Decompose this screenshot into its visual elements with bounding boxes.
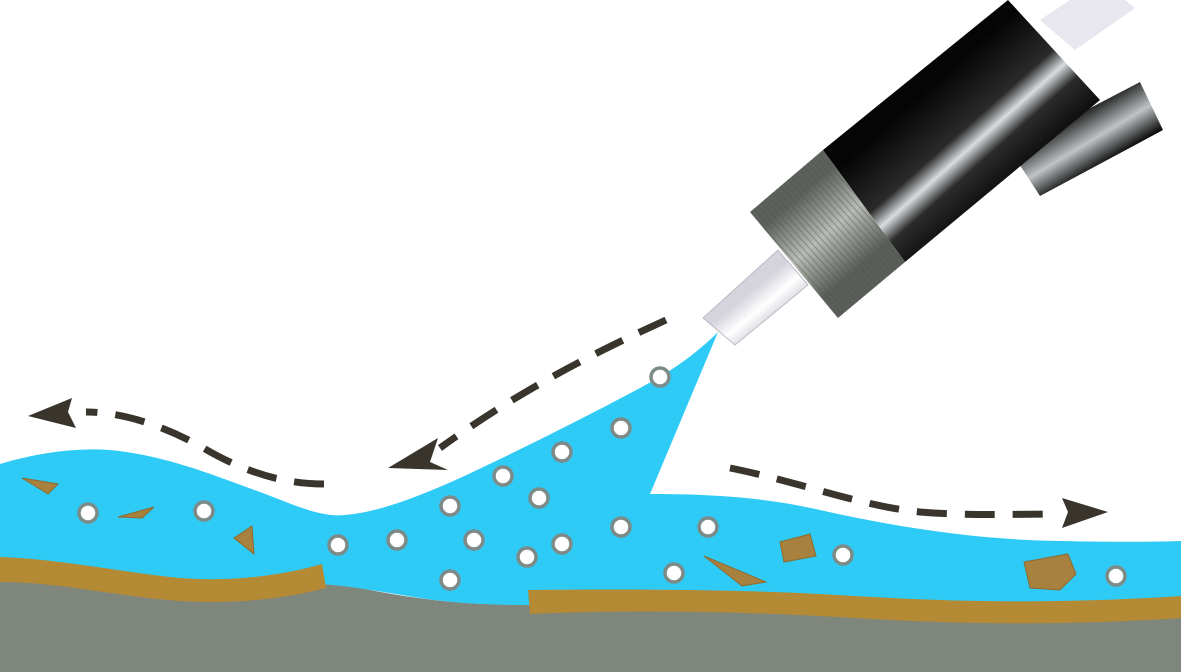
debris-particle (21, 477, 60, 495)
air-bubble (327, 534, 349, 556)
collar-ribs (750, 150, 905, 318)
air-bubble (610, 516, 632, 538)
spray-nozzle (702, 0, 1163, 346)
surface-residue-layer-right (528, 589, 1181, 624)
air-bubble (516, 546, 538, 568)
air-bubble (463, 529, 485, 551)
cleaning-fluid-layer (0, 332, 1181, 615)
nozzle-body (823, 0, 1100, 262)
debris-particle (779, 533, 817, 563)
air-bubble (193, 500, 215, 522)
air-bubble (386, 529, 408, 551)
air-bubble (551, 533, 573, 555)
air-bubbles (77, 366, 1127, 591)
flow-direction-arrows (28, 316, 1108, 528)
air-bubble (492, 465, 514, 487)
flow-arrow-right (729, 464, 1061, 518)
air-bubble (697, 516, 719, 538)
debris-particle (117, 506, 155, 519)
nozzle-tip (702, 249, 809, 346)
air-bubble (528, 487, 550, 509)
air-bubble (551, 441, 573, 463)
substrate-surface (0, 580, 1181, 672)
air-bubble (439, 569, 461, 591)
arrowhead-left (28, 398, 76, 428)
debris-particle (703, 555, 768, 587)
detached-debris-particles (21, 477, 1077, 591)
arrowhead-jet-down (388, 438, 448, 470)
air-bubble (663, 562, 685, 584)
air-bubble (832, 544, 854, 566)
flow-arrow-left (85, 408, 325, 488)
side-hose (1010, 82, 1163, 196)
air-bubble (610, 417, 632, 439)
flow-arrow-jet-down (437, 316, 668, 451)
debris-particle (233, 525, 255, 556)
arrowhead-right (1062, 498, 1108, 528)
air-bubble (1105, 565, 1127, 587)
debris-particle (1023, 553, 1077, 591)
air-bubble (649, 366, 671, 388)
surface-residue-layer-left (0, 557, 326, 602)
feed-tube (1040, 0, 1135, 50)
air-bubble (77, 502, 99, 524)
air-bubble (439, 495, 461, 517)
